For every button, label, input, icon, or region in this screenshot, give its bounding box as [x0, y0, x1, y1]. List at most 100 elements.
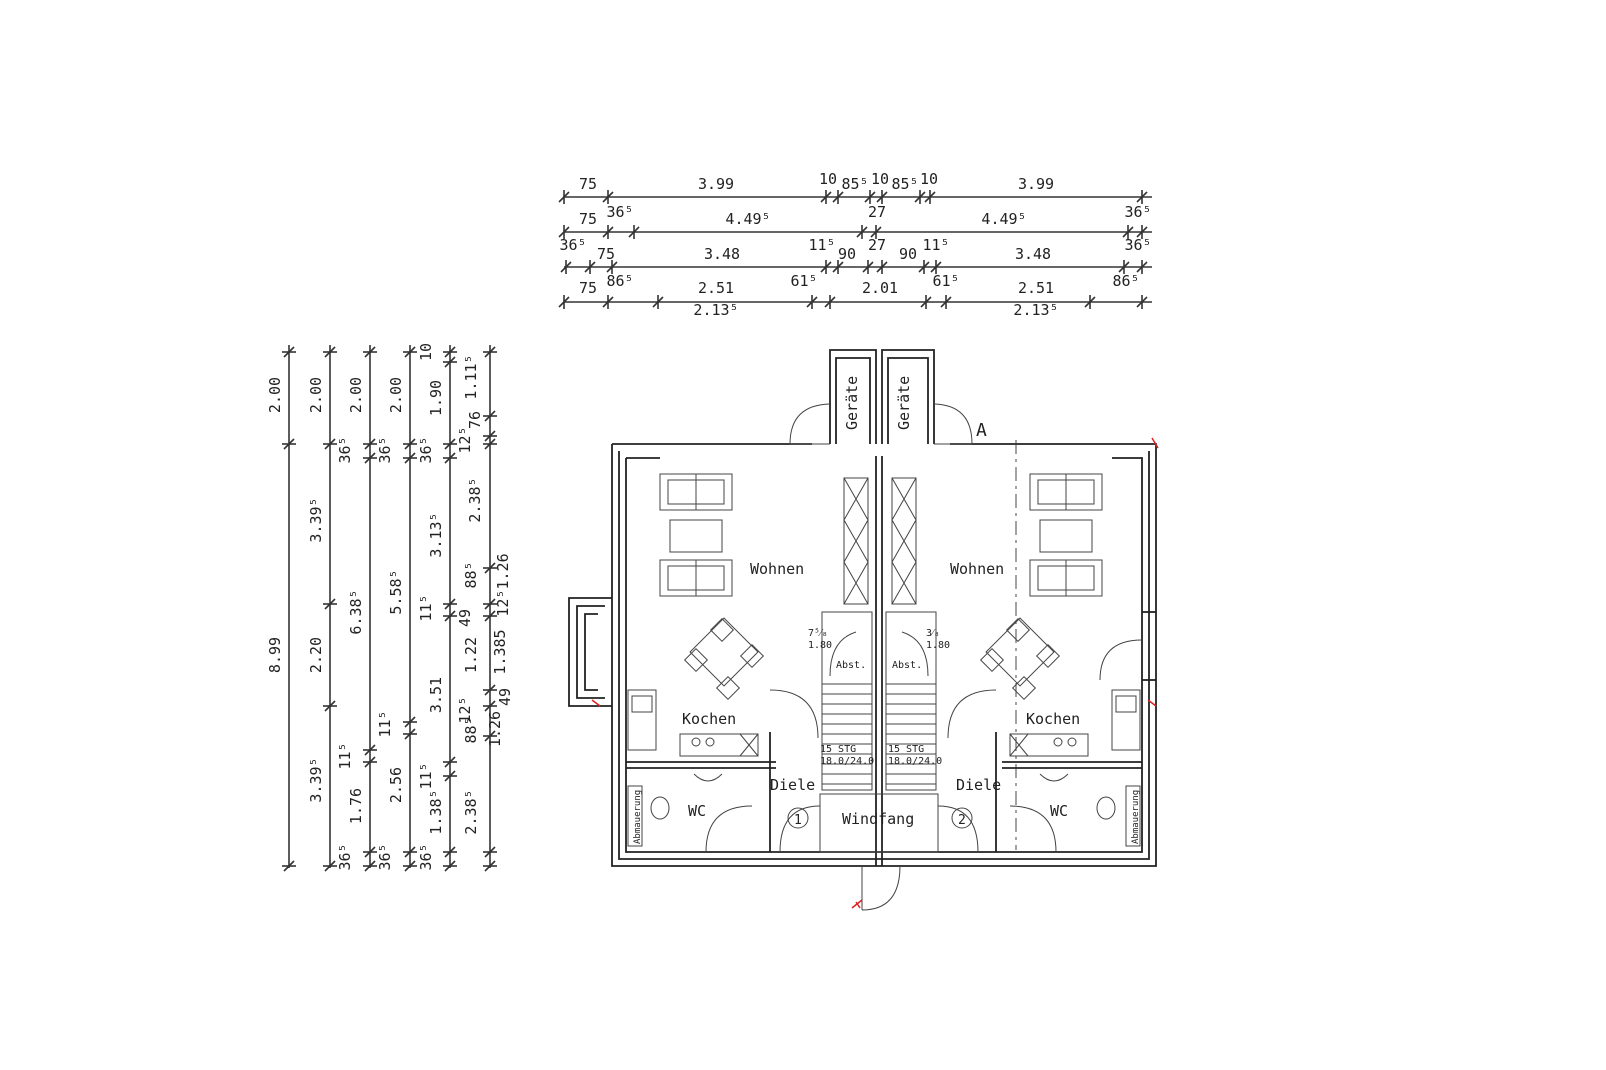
living-furniture-left	[659, 473, 765, 701]
left-dim-label: 11⁵	[417, 594, 435, 621]
room-wohnen-left: Wohnen	[750, 560, 804, 578]
top-dim-label: 11⁵	[922, 236, 949, 254]
top-dim-label: 2.13⁵	[1013, 301, 1058, 319]
shafts	[843, 477, 917, 605]
top-dim-label: 86⁵	[606, 272, 633, 290]
room-wc-right: WC	[1050, 802, 1068, 820]
top-dim-label: 61⁵	[932, 272, 959, 290]
left-dim-label: 36⁵	[417, 843, 435, 870]
top-dim-label: 36⁵	[606, 203, 633, 221]
stair-right-top2: 1.80	[926, 640, 950, 651]
top-dim-label: 3.48	[704, 245, 740, 263]
left-dim-label: 49	[496, 688, 514, 706]
top-dim-label: 11⁵	[808, 236, 835, 254]
left-dim-label: 6.38⁵	[347, 589, 365, 634]
top-dimension-ticks	[558, 190, 1148, 309]
left-dim-label: 1.11⁵	[462, 354, 480, 399]
left-dim-label: 1.385	[491, 629, 509, 674]
top-dimension-chain	[564, 196, 1152, 303]
stair-right-steps: 15 STG	[888, 744, 924, 755]
top-dim-label: 10	[819, 170, 837, 188]
abmauerung-right: Abmauerung	[1131, 790, 1141, 844]
room-diele-left: Diele	[770, 776, 815, 794]
top-dim-label: 3.99	[1018, 175, 1054, 193]
stairs	[821, 611, 937, 791]
top-dim-label: 4.49⁵	[725, 210, 770, 228]
left-dim-label: 36⁵	[336, 843, 354, 870]
top-dim-label: 10	[920, 170, 938, 188]
storage-sheds	[789, 349, 973, 445]
stair-left-steps: 15 STG	[820, 744, 856, 755]
left-dim-label: 2.00	[307, 377, 325, 413]
top-dim-label: 75	[597, 245, 615, 263]
left-dim-label: 36⁵	[376, 843, 394, 870]
abmauerung-left: Abmauerung	[633, 790, 643, 844]
room-kuechen-right: Kochen	[1026, 710, 1080, 728]
left-dim-label: 3.51	[427, 677, 445, 713]
left-dim-label: 11⁵	[376, 710, 394, 737]
left-dimension-labels: 2.008.992.003.39⁵2.203.39⁵2.0036⁵6.38⁵11…	[266, 343, 514, 871]
left-dim-label: 8.99	[266, 637, 284, 673]
stair-left-landing: Abst.	[836, 660, 866, 671]
left-dim-label: 2.00	[266, 377, 284, 413]
top-dim-label: 75	[579, 175, 597, 193]
left-dim-label: 1.76	[347, 788, 365, 824]
top-dim-label: 3.99	[698, 175, 734, 193]
left-dim-label: 36⁵	[336, 436, 354, 463]
left-dim-label: 88⁵	[462, 561, 480, 588]
room-wc-left: WC	[688, 802, 706, 820]
left-dim-label: 2.38⁵	[462, 789, 480, 834]
left-dim-label: 1.90	[427, 380, 445, 416]
left-dim-label: 2.38⁵	[466, 477, 484, 522]
top-dim-label: 90	[838, 245, 856, 263]
unit-1-label: 1	[794, 813, 802, 828]
unit-1-marker	[787, 807, 809, 829]
top-dim-label: 27	[868, 203, 886, 221]
room-wohnen-right: Wohnen	[950, 560, 1004, 578]
left-dim-label: 3.39⁵	[307, 497, 325, 542]
top-dim-label: 90	[899, 245, 917, 263]
left-dim-label: 36⁵	[376, 436, 394, 463]
left-dim-label: 12⁵1.26	[494, 553, 512, 616]
left-dim-label: 2.20	[307, 637, 325, 673]
kitchen-fixtures	[627, 689, 1141, 757]
stair-left-top2: 1.80	[808, 640, 832, 651]
storage-label-left: Geräte	[843, 376, 861, 430]
left-dim-label: 2.00	[387, 377, 405, 413]
left-dim-label: 11⁵	[417, 762, 435, 789]
left-dim-label: 2.56	[387, 767, 405, 803]
stair-right-ratio: 18.0/24.0	[888, 756, 942, 767]
room-diele-right: Diele	[956, 776, 1001, 794]
left-dim-label: 1.26	[486, 711, 504, 747]
top-dim-label: 75	[579, 210, 597, 228]
left-dim-label: 49	[456, 609, 474, 627]
left-dim-label: 1.22	[462, 637, 480, 673]
left-dim-label: 5.58⁵	[387, 569, 405, 614]
stair-left-ratio: 18.0/24.0	[820, 756, 874, 767]
stair-left-top: 7⁵⁄₈	[808, 628, 828, 639]
left-dimension-ticks	[282, 346, 497, 872]
left-dim-label: 3.13⁵	[427, 512, 445, 557]
interior-walls	[626, 732, 1142, 853]
left-dim-label: 10	[417, 343, 435, 361]
top-dim-label: 2.01	[862, 279, 898, 297]
section-marker: A	[976, 420, 987, 441]
unit-2-marker	[951, 807, 973, 829]
stair-right-landing: Abst.	[892, 660, 922, 671]
door-swings	[591, 437, 1159, 911]
left-dim-label: 12⁵	[456, 426, 474, 453]
top-dim-label: 75	[579, 279, 597, 297]
room-kuechen-left: Kochen	[682, 710, 736, 728]
top-dim-label: 36⁵	[1124, 236, 1151, 254]
left-dim-label: 12⁵	[456, 696, 474, 723]
top-dim-label: 61⁵	[790, 272, 817, 290]
living-furniture-right	[979, 473, 1103, 701]
top-dim-label: 2.13⁵	[693, 301, 738, 319]
top-dim-label: 3.48	[1015, 245, 1051, 263]
left-dim-label: 36⁵	[417, 436, 435, 463]
top-dim-label: 27	[868, 236, 886, 254]
top-dim-label: 36⁵	[1124, 203, 1151, 221]
wc-fixtures	[627, 773, 1141, 847]
